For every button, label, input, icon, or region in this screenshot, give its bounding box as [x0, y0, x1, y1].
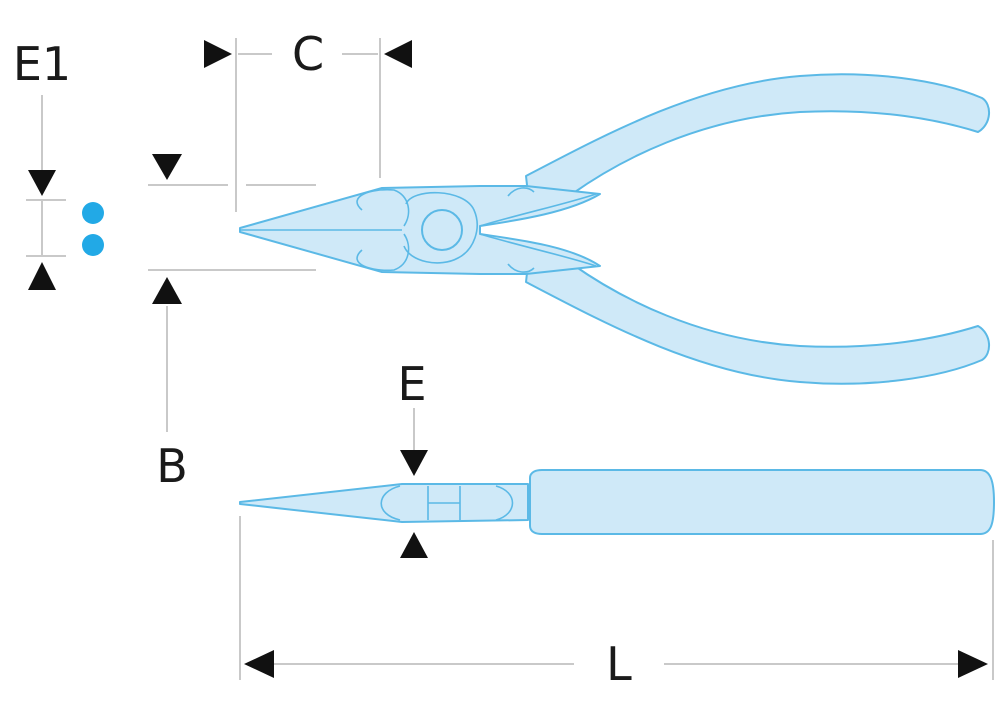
- b-arrow-up: [152, 277, 182, 304]
- pivot-rivet: [421, 209, 463, 251]
- dimension-l: L: [239, 516, 994, 691]
- dimension-e: E: [397, 357, 428, 558]
- label-b: B: [156, 439, 188, 493]
- side-jaw: [239, 483, 529, 523]
- pliers-side-view: [239, 469, 995, 535]
- side-jaw-curve-right: [495, 485, 514, 521]
- e-arrow-down: [400, 450, 428, 476]
- joint-plate: [403, 191, 478, 264]
- side-jaw-curve-left: [380, 485, 401, 521]
- c-arrow-left: [384, 40, 412, 68]
- b-arrow-down: [152, 154, 182, 180]
- e1-arrow-up: [28, 262, 56, 290]
- l-arrow-left: [244, 650, 274, 678]
- tip-dot-upper: [82, 202, 104, 224]
- label-e1: E1: [13, 37, 71, 91]
- jaw-detail-lower: [356, 233, 410, 272]
- jaw-detail-upper: [356, 188, 410, 227]
- spring-lower: [479, 233, 597, 267]
- spring-notch-lower: [507, 263, 535, 273]
- c-arrow-right: [204, 40, 232, 68]
- spring-upper: [479, 193, 597, 227]
- lower-handle: [525, 263, 990, 385]
- dimension-e1: E1: [13, 37, 71, 290]
- e-arrow-up: [400, 532, 428, 558]
- two-dot-tip-section-icon: [82, 202, 104, 256]
- label-l: L: [606, 637, 632, 691]
- spring-notch-upper: [507, 187, 535, 197]
- tip-dot-lower: [82, 234, 104, 256]
- label-e: E: [397, 357, 426, 411]
- side-handle: [529, 469, 995, 535]
- upper-handle: [525, 73, 990, 195]
- pliers-top-view: [239, 73, 990, 385]
- dimension-c: C: [204, 27, 412, 212]
- label-c: C: [292, 27, 324, 81]
- l-arrow-right: [958, 650, 988, 678]
- dimension-b: B: [148, 154, 316, 493]
- e1-arrow-down: [28, 170, 56, 196]
